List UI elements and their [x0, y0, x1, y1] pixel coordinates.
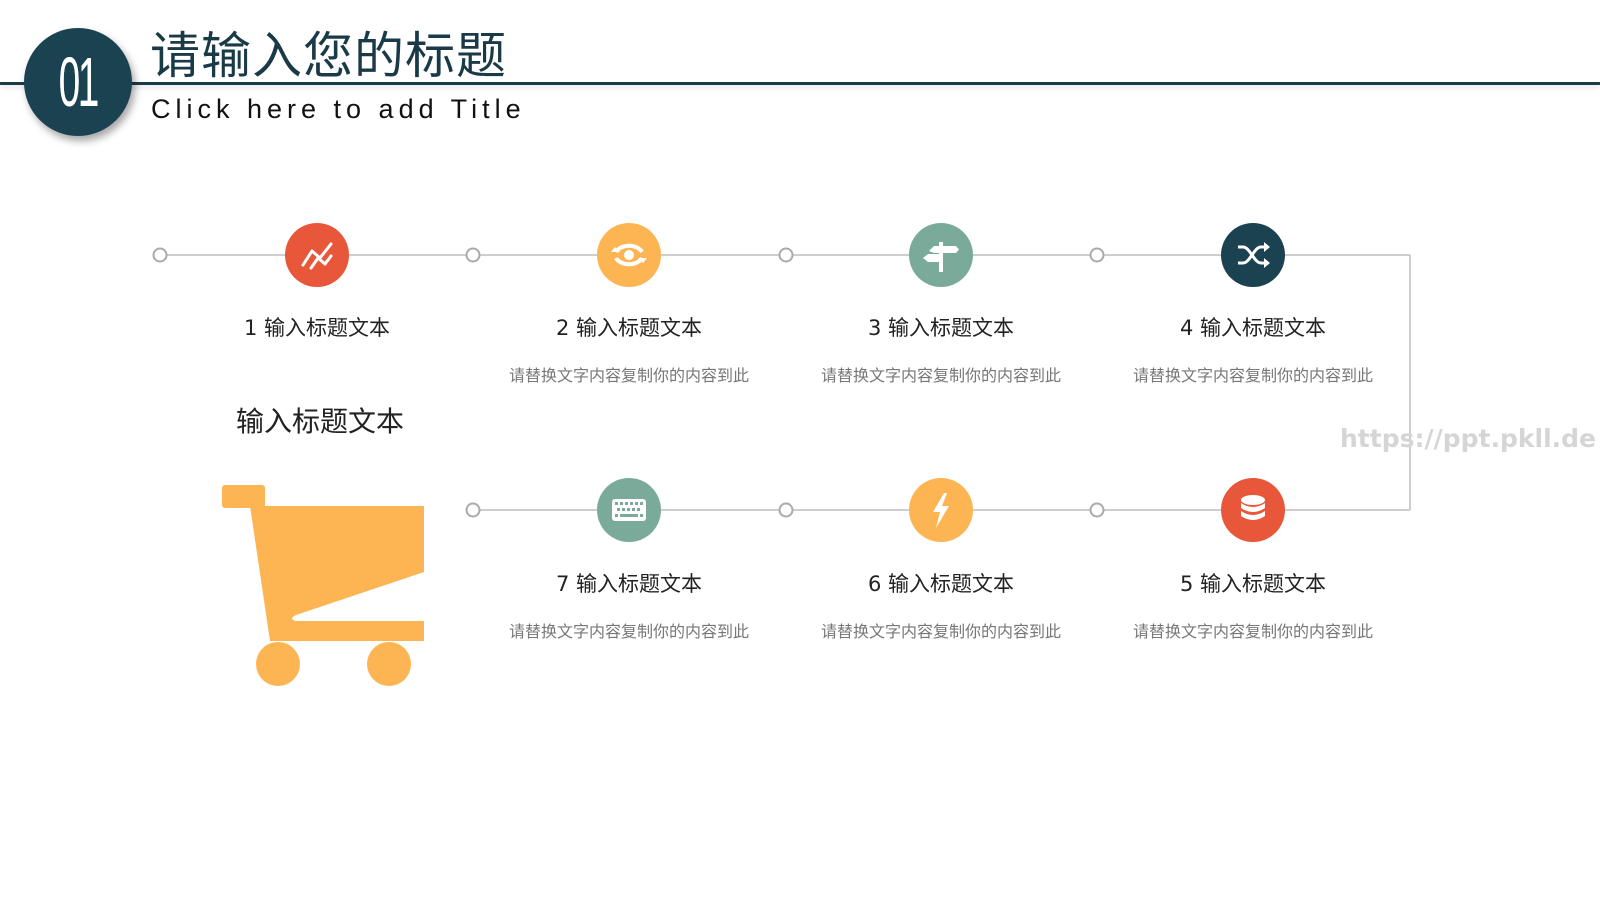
- step-6-description[interactable]: 请替换文字内容复制你的内容到此: [821, 622, 1062, 641]
- step-4-icon-circle: [1221, 223, 1285, 287]
- ring-node: [778, 247, 794, 263]
- ring-node: [465, 502, 481, 518]
- step-2-icon-circle: [597, 223, 661, 287]
- side-title[interactable]: 输入标题文本: [235, 405, 404, 438]
- line-chart-icon: [301, 242, 333, 270]
- step-3-description[interactable]: 请替换文字内容复制你的内容到此: [821, 366, 1062, 385]
- sync-eye-icon: [611, 243, 647, 267]
- ring-node: [778, 502, 794, 518]
- step-2-description[interactable]: 请替换文字内容复制你的内容到此: [509, 366, 750, 385]
- step-5-title[interactable]: 5 输入标题文本: [1179, 572, 1327, 596]
- watermark: https://ppt.pkll.de: [1340, 424, 1596, 453]
- shopping-cart-icon: [222, 485, 424, 686]
- database-icon: [1241, 495, 1265, 520]
- step-6-icon-circle: [909, 478, 973, 542]
- step-3-icon-circle: [909, 223, 973, 287]
- step-1-icon-circle: [285, 223, 349, 287]
- step-2-title[interactable]: 2 输入标题文本: [555, 316, 703, 340]
- shuffle-icon: [1238, 242, 1270, 268]
- step-4-title[interactable]: 4 输入标题文本: [1179, 316, 1327, 340]
- step-7-title[interactable]: 7 输入标题文本: [555, 572, 703, 596]
- header-divider: [0, 82, 1600, 85]
- keyboard-icon: [612, 499, 646, 521]
- page-subtitle[interactable]: Click here to add Title: [151, 94, 526, 124]
- step-6-title[interactable]: 6 输入标题文本: [867, 572, 1015, 596]
- step-5-description[interactable]: 请替换文字内容复制你的内容到此: [1133, 622, 1374, 641]
- section-number: 01: [58, 43, 100, 121]
- step-3-title[interactable]: 3 输入标题文本: [867, 316, 1015, 340]
- ring-node: [1089, 502, 1105, 518]
- page-title[interactable]: 请输入您的标题: [150, 27, 507, 85]
- ring-node: [465, 247, 481, 263]
- section-number-badge: 01: [24, 28, 132, 136]
- step-1-title[interactable]: 1 输入标题文本: [243, 316, 391, 340]
- step-7-description[interactable]: 请替换文字内容复制你的内容到此: [509, 622, 750, 641]
- ring-node: [152, 247, 168, 263]
- step-4-description[interactable]: 请替换文字内容复制你的内容到此: [1133, 366, 1374, 385]
- lightning-icon: [933, 493, 949, 528]
- step-5-icon-circle: [1221, 478, 1285, 542]
- ring-node: [1089, 247, 1105, 263]
- step-7-icon-circle: [597, 478, 661, 542]
- signpost-icon: [923, 242, 959, 272]
